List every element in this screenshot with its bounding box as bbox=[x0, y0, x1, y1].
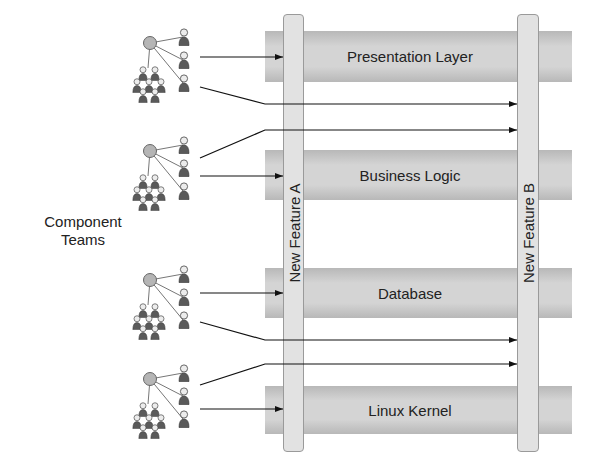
team-arrow bbox=[200, 364, 517, 385]
layer-name: Linux Kernel bbox=[303, 386, 517, 434]
layer-name: Presentation Layer bbox=[303, 31, 517, 82]
team-arrow bbox=[200, 130, 517, 158]
group-label: Component Teams bbox=[36, 213, 130, 249]
team-icon bbox=[133, 365, 189, 439]
team-icon bbox=[133, 29, 189, 103]
feature-name: New Feature B bbox=[520, 183, 537, 283]
team-arrow bbox=[200, 87, 517, 104]
feature-column: New Feature A bbox=[283, 14, 304, 452]
team-arrow bbox=[200, 292, 283, 293]
team-arrow bbox=[200, 56, 283, 57]
layer-name: Database bbox=[303, 268, 517, 318]
layer-name: Business Logic bbox=[303, 150, 517, 200]
team-arrow bbox=[200, 175, 283, 176]
team-icon bbox=[133, 137, 189, 211]
team-icon bbox=[133, 266, 189, 340]
team-arrow bbox=[200, 322, 517, 340]
feature-name: New Feature A bbox=[285, 183, 302, 282]
team-arrow bbox=[200, 408, 283, 409]
feature-column: New Feature B bbox=[517, 14, 539, 452]
